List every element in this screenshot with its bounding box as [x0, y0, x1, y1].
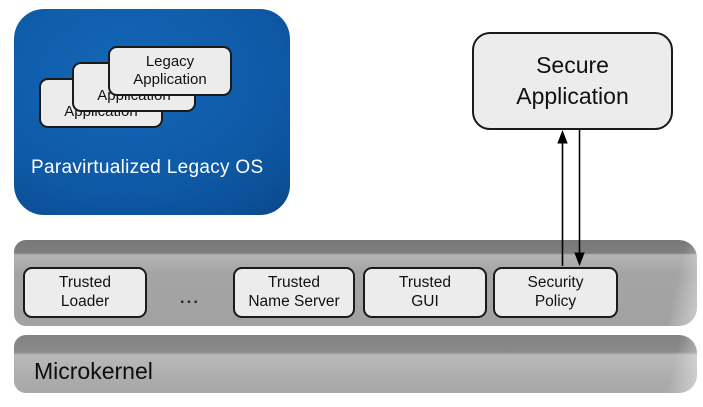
trusted-loader-box: Trusted Loader	[23, 267, 147, 318]
trusted-loader-label-line2: Loader	[60, 292, 110, 310]
trusted-gui-box: Trusted GUI	[363, 267, 487, 318]
trusted-gui-label-line2: GUI	[411, 292, 439, 310]
legacy-application-box-front: Legacy Application	[108, 46, 232, 96]
security-policy-label-line2: Policy	[534, 292, 577, 310]
microkernel-label: Microkernel	[34, 358, 153, 384]
secure-application-label-line2: Application	[516, 83, 629, 109]
trusted-gui-label-line1: Trusted	[399, 273, 451, 291]
security-policy-box: Security Policy	[493, 267, 618, 318]
legacy-application-label-line2: Application	[133, 71, 207, 88]
trusted-name-server-box: Trusted Name Server	[233, 267, 355, 318]
trusted-name-server-label-line2: Name Server	[248, 292, 340, 310]
arrow-up-head	[557, 130, 568, 144]
legacy-application-label-line1: Legacy	[145, 52, 195, 70]
services-ellipsis: ...	[179, 288, 201, 307]
legacy-os-label: Paravirtualized Legacy OS	[31, 157, 264, 178]
secure-application-label-line1: Secure	[536, 51, 609, 78]
security-policy-label-line1: Security	[527, 273, 584, 291]
microkernel-bar	[14, 335, 697, 393]
secure-application-box: Secure Application	[472, 32, 673, 130]
trusted-name-server-label-line1: Trusted	[268, 273, 320, 291]
trusted-loader-label-line1: Trusted	[59, 273, 111, 291]
